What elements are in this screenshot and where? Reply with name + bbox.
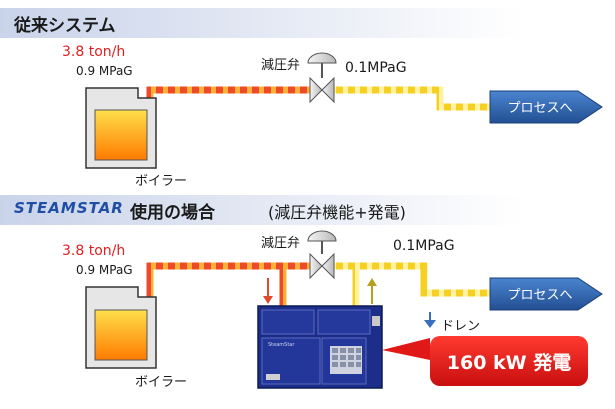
steamstar-system: SteamStar 160 kW 発電 プロセスへ	[85, 230, 603, 389]
steamstar-boiler-pressure: 0.9 MPaG	[76, 263, 133, 277]
steamstar-header-band	[0, 195, 615, 225]
steamstar-logo: STEAMSTAR	[14, 199, 124, 217]
conventional-process-arrow: プロセスへ	[489, 90, 603, 124]
drain-arrow-icon	[424, 312, 436, 328]
steamstar-valve-label: 減圧弁	[261, 236, 301, 251]
steamstar-lp-pipe	[334, 262, 490, 297]
steamstar-boiler-label: ボイラー	[135, 375, 188, 390]
power-output-badge: 160 kW 発電	[430, 336, 588, 386]
conventional-process-label: プロセスへ	[507, 101, 572, 116]
steamstar-steam-rate: 3.8 ton/h	[62, 243, 126, 259]
steam-out-arrow	[367, 278, 377, 304]
conventional-boiler-pressure: 0.9 MPaG	[76, 64, 133, 78]
control-panel-grid	[330, 346, 362, 374]
conventional-system: プロセスへ	[85, 52, 603, 169]
conventional-steam-rate: 3.8 ton/h	[62, 44, 126, 60]
conventional-lp-pipe	[334, 86, 490, 111]
steam-in-arrow	[263, 278, 273, 304]
steamstar-boiler	[85, 286, 157, 369]
steamstar-generator: SteamStar	[257, 305, 383, 389]
conventional-boiler	[85, 87, 157, 169]
steamstar-valve-icon	[307, 230, 337, 280]
generator-brand-label: SteamStar	[268, 342, 295, 348]
conventional-boiler-label: ボイラー	[135, 174, 188, 189]
power-callout-tail	[382, 338, 430, 360]
conventional-hp-pipe	[146, 86, 310, 100]
steamstar-subtitle: (減圧弁機能+発電)	[268, 203, 406, 222]
steamstar-hp-pipe	[146, 262, 310, 300]
conventional-valve-icon	[307, 52, 337, 104]
steamstar-process-label: プロセスへ	[507, 288, 572, 303]
power-output-label: 160 kW 発電	[447, 351, 571, 374]
conventional-title: 従来システム	[14, 16, 116, 36]
drain-label: ドレン	[441, 319, 481, 334]
steamstar-outlet-pressure: 0.1MPaG	[393, 238, 455, 254]
conventional-valve-label: 減圧弁	[261, 58, 301, 73]
steamstar-process-arrow: プロセスへ	[489, 277, 603, 311]
conventional-header-band	[0, 8, 615, 38]
steamstar-title: 使用の場合	[130, 203, 215, 223]
conventional-outlet-pressure: 0.1MPaG	[345, 60, 407, 76]
